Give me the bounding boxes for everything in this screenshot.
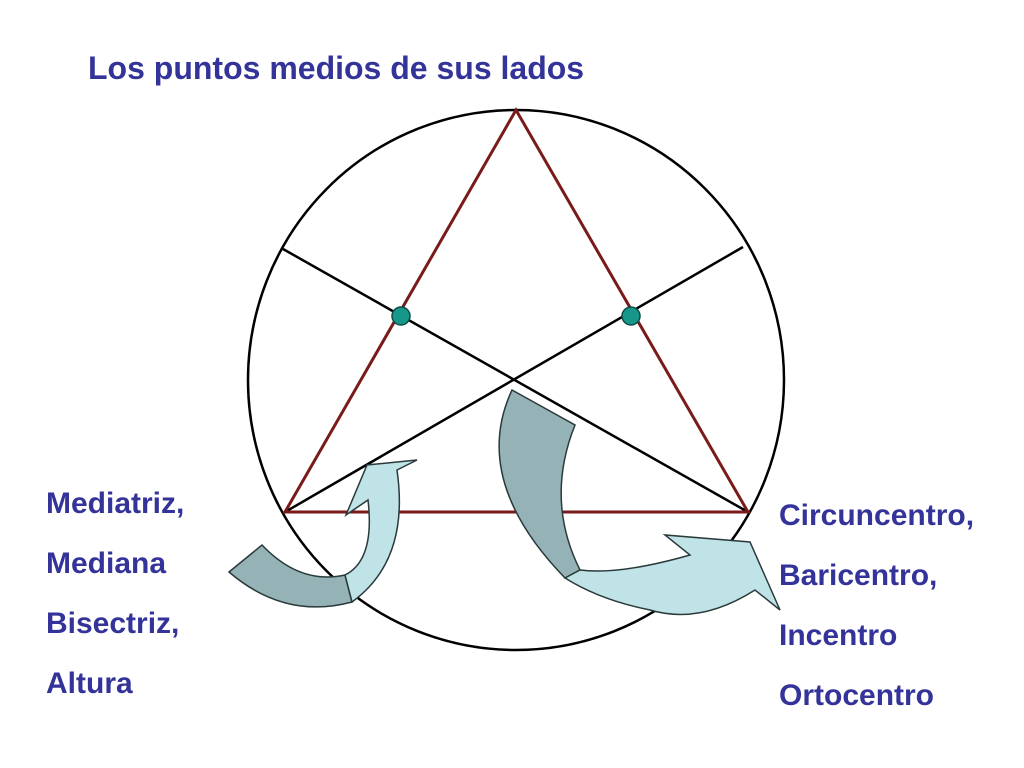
- label-altura: Altura: [46, 667, 133, 700]
- label-circuncentro: Circuncentro,: [779, 499, 975, 532]
- label-baricentro: Baricentro,: [779, 559, 938, 592]
- label-mediatriz: Mediatriz,: [46, 487, 185, 520]
- label-bisectriz: Bisectriz,: [46, 607, 180, 640]
- right-curved-arrow: [498, 388, 781, 616]
- midpoint-right-dot: [621, 306, 641, 326]
- label-ortocentro: Ortocentro: [779, 679, 935, 712]
- left-arrow-body: [344, 459, 418, 604]
- left-arrow-tail: [227, 543, 353, 608]
- label-incentro: Incentro: [779, 619, 898, 652]
- right-labels-list: Circuncentro, Baricentro, Incentro Ortoc…: [779, 486, 974, 726]
- left-curved-arrow: [227, 459, 418, 608]
- slide-title: Los puntos medios de sus lados: [88, 50, 585, 86]
- right-arrow-body: [563, 534, 781, 616]
- left-labels-list: Mediatriz, Mediana Bisectriz, Altura: [46, 474, 184, 714]
- midpoint-left-dot: [391, 306, 411, 326]
- right-arrow-tail: [498, 388, 581, 579]
- line-from-right-vertex: [282, 247, 749, 514]
- label-mediana: Mediana: [46, 547, 167, 580]
